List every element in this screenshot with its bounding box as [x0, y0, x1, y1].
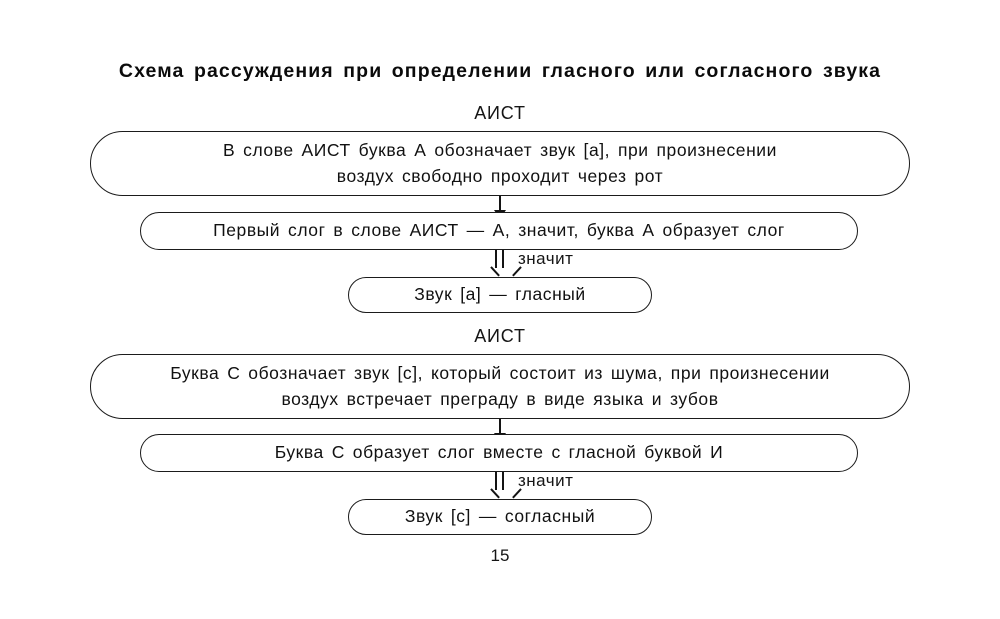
- section-1-heading-aist: АИСТ: [474, 103, 526, 123]
- section-2-node-1: Буква С обозначает звук [с], который сос…: [90, 354, 910, 419]
- section-1-arrow-2-double: [489, 250, 522, 278]
- page-number: 15: [490, 546, 510, 565]
- page-title: Схема рассуждения при определении гласно…: [118, 60, 882, 82]
- section-2-node-3-text: Звук [с] — согласный: [404, 506, 596, 527]
- arrow-head-stroke-left: [490, 266, 500, 277]
- section-1-node-2: Первый слог в слове АИСТ — А, значит, бу…: [140, 212, 858, 250]
- section-2-arrow-caption: значит: [518, 471, 574, 490]
- arrow-head-stroke-left: [490, 488, 500, 499]
- section-1-arrow-caption: значит: [518, 249, 574, 268]
- arrow-stem: [499, 419, 501, 433]
- section-1-node-2-text: Первый слог в слове АИСТ — А, значит, бу…: [213, 220, 785, 241]
- section-1-node-3-conclusion: Звук [а] — гласный: [348, 277, 652, 313]
- section-2-node-2: Буква С образует слог вместе с гласной б…: [140, 434, 858, 472]
- section-2-node-1-text: Буква С обозначает звук [с], который сос…: [170, 363, 830, 409]
- section-2-heading-aist: АИСТ: [474, 326, 526, 346]
- section-2-node-2-text: Буква С образует слог вместе с гласной б…: [274, 442, 724, 463]
- arrow-rail-left: [495, 250, 497, 268]
- section-1-node-1: В слове АИСТ буква А обозначает звук [а]…: [90, 131, 910, 196]
- arrow-rail-left: [495, 472, 497, 490]
- section-2-arrow-2-double: [489, 472, 522, 500]
- arrow-stem: [499, 196, 501, 210]
- section-1-node-3-text: Звук [а] — гласный: [414, 284, 586, 305]
- section-1-node-1-text: В слове АИСТ буква А обозначает звук [а]…: [223, 140, 777, 186]
- arrow-rail-right: [502, 250, 504, 268]
- arrow-rail-right: [502, 472, 504, 490]
- section-2-node-3-conclusion: Звук [с] — согласный: [348, 499, 652, 535]
